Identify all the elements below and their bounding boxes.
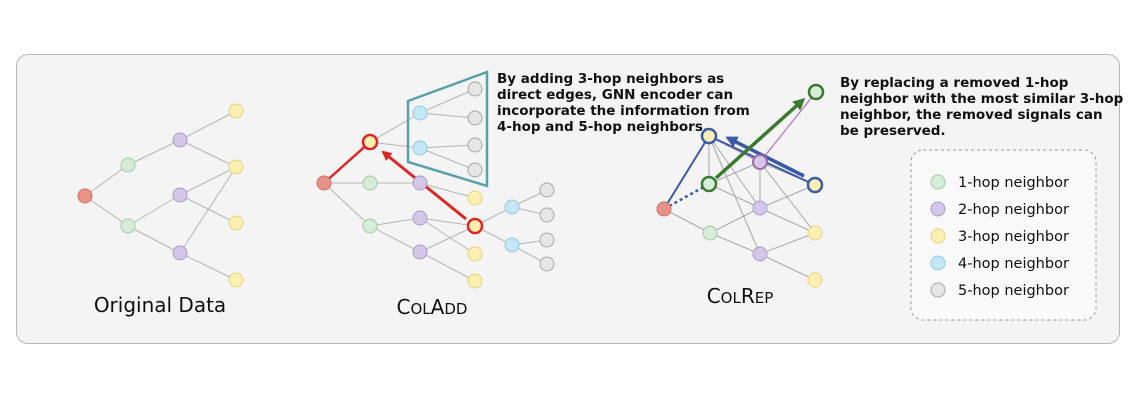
- coladd-1hop-node: [362, 218, 378, 234]
- coladd-added-edge: [323, 141, 371, 184]
- original-2hop-node: [172, 245, 188, 261]
- original-1hop-node: [120, 157, 136, 173]
- legend-label: 4-hop neighbor: [958, 256, 1069, 272]
- legend-item: 1-hop neighbor: [930, 174, 1069, 191]
- coladd-3hop-added-node: [361, 133, 379, 151]
- coladd-annotation: By adding 3-hop neighbors as direct edge…: [497, 71, 755, 135]
- coladd-2hop-node: [412, 244, 428, 260]
- colrep-2hop-highlight-node: [752, 154, 768, 170]
- legend-swatch-2hop: [930, 201, 946, 217]
- original-2hop-node: [172, 187, 188, 203]
- colrep-1hop-moved-node: [807, 83, 825, 101]
- colrep-3hop-source-node: [806, 176, 824, 194]
- colrep-edges: [663, 135, 816, 281]
- coladd-5hop-node: [467, 162, 483, 178]
- original-2hop-node: [172, 132, 188, 148]
- legend-label: 3-hop neighbor: [958, 229, 1069, 245]
- colrep-removed-edge: [663, 182, 710, 211]
- panel-coladd: COLADD By adding 3-hop neighbors as dire…: [316, 70, 755, 319]
- legend-swatch-3hop: [930, 228, 946, 244]
- original-edges: [84, 110, 237, 281]
- coladd-5hop-node: [467, 81, 483, 97]
- legend-item: 3-hop neighbor: [930, 228, 1069, 245]
- legend-item: 4-hop neighbor: [930, 255, 1069, 272]
- coladd-3hop-node: [467, 273, 483, 289]
- coladd-4hop-node: [412, 140, 428, 156]
- original-3hop-node: [228, 103, 244, 119]
- coladd-2hop-node: [412, 210, 428, 226]
- colrep-blue-edge: [663, 135, 710, 210]
- coladd-3hop-highlight-node: [466, 217, 484, 235]
- original-3hop-node: [228, 215, 244, 231]
- original-root-node: [77, 188, 93, 204]
- legend-box: [910, 149, 1097, 321]
- colrep-root-node: [656, 201, 672, 217]
- colrep-3hop-replaced-node: [700, 127, 718, 145]
- original-1hop-node: [120, 218, 136, 234]
- colrep-1hop-removed-node: [700, 175, 718, 193]
- original-3hop-node: [228, 159, 244, 175]
- coladd-root-node: [316, 175, 332, 191]
- coladd-hull: [406, 70, 489, 188]
- legend-label: 5-hop neighbor: [958, 283, 1069, 299]
- colrep-1hop-node: [702, 225, 718, 241]
- colrep-3hop-node: [807, 272, 823, 288]
- coladd-5hop-node: [539, 232, 555, 248]
- colrep-purple-edge: [759, 91, 817, 163]
- legend-swatch-1hop: [930, 174, 946, 190]
- colrep-3hop-node: [807, 225, 823, 241]
- colrep-caption: COLREP: [707, 284, 774, 308]
- coladd-5hop-node: [467, 110, 483, 126]
- colrep-green-arrow: [714, 97, 806, 180]
- legend: 1-hop neighbor 2-hop neighbor 3-hop neig…: [910, 149, 1097, 321]
- coladd-3hop-node: [467, 190, 483, 206]
- panel-original: Original Data: [77, 103, 244, 317]
- coladd-4hop-node: [504, 237, 520, 253]
- coladd-4hop-node: [412, 105, 428, 121]
- legend-item: 2-hop neighbor: [930, 201, 1069, 218]
- colrep-annotation: By replacing a removed 1-hop neighbor wi…: [840, 75, 1128, 139]
- coladd-5hop-node: [539, 207, 555, 223]
- legend-item: 5-hop neighbor: [930, 282, 1069, 299]
- original-3hop-node: [228, 272, 244, 288]
- coladd-5hop-node: [467, 137, 483, 153]
- panel-colrep: COLREP By replacing a removed 1-hop neig…: [656, 75, 1128, 308]
- legend-swatch-4hop: [930, 255, 946, 271]
- coladd-5hop-node: [539, 256, 555, 272]
- coladd-3hop-node: [467, 246, 483, 262]
- coladd-caption: COLADD: [397, 295, 468, 319]
- original-caption: Original Data: [94, 293, 226, 317]
- coladd-4hop-node: [504, 199, 520, 215]
- colrep-2hop-node: [752, 246, 768, 262]
- colrep-2hop-node: [752, 200, 768, 216]
- coladd-2hop-node: [412, 175, 428, 191]
- legend-swatch-5hop: [930, 282, 946, 298]
- legend-label: 2-hop neighbor: [958, 202, 1069, 218]
- coladd-5hop-node: [539, 182, 555, 198]
- coladd-1hop-node: [362, 175, 378, 191]
- legend-label: 1-hop neighbor: [958, 175, 1069, 191]
